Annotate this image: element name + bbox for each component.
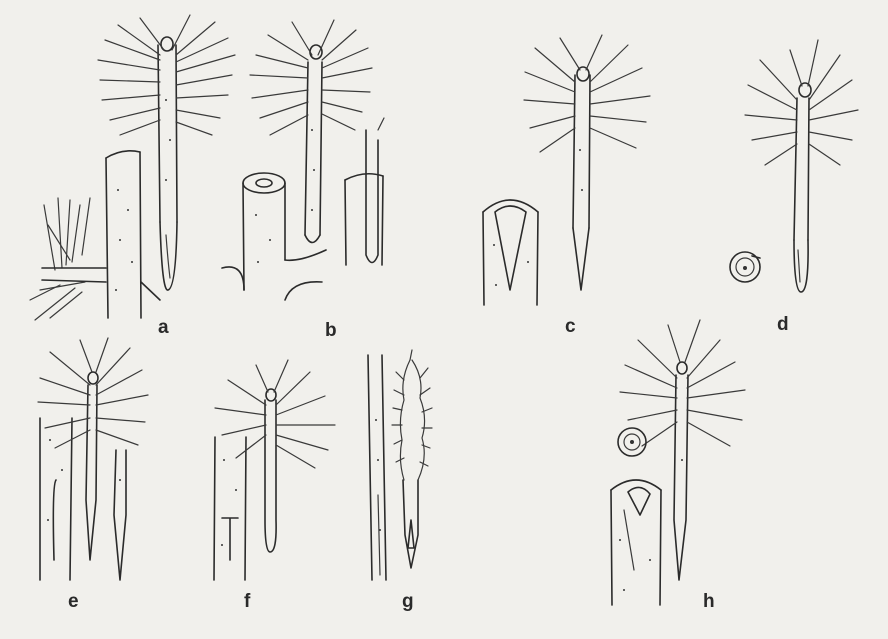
scion-stem-right — [589, 75, 590, 228]
scion-stem-right — [808, 98, 809, 240]
stock-left-edge — [243, 183, 244, 290]
cross-section-pith — [743, 266, 747, 270]
stock-right-edge — [245, 437, 246, 580]
panel-label-e: e — [68, 591, 79, 612]
stock-right-edge — [537, 212, 538, 305]
panel-label-f: f — [244, 591, 251, 612]
detail-left-edge — [345, 180, 346, 265]
rootstock-right-edge — [140, 152, 141, 318]
panel-label-a: a — [158, 317, 169, 338]
panel-label-c: c — [565, 316, 576, 337]
panel-label-h: h — [703, 591, 715, 612]
stock-left-edge — [611, 490, 612, 605]
stock-left-edge — [214, 437, 215, 580]
panel-label-g: g — [402, 591, 414, 612]
panel-label-b: b — [325, 320, 337, 341]
cross-section-pith — [630, 440, 634, 444]
stock-right-edge — [660, 490, 661, 605]
stock-left-edge — [483, 212, 484, 305]
detail-right-edge — [382, 176, 383, 265]
panel-label-d: d — [777, 314, 789, 335]
